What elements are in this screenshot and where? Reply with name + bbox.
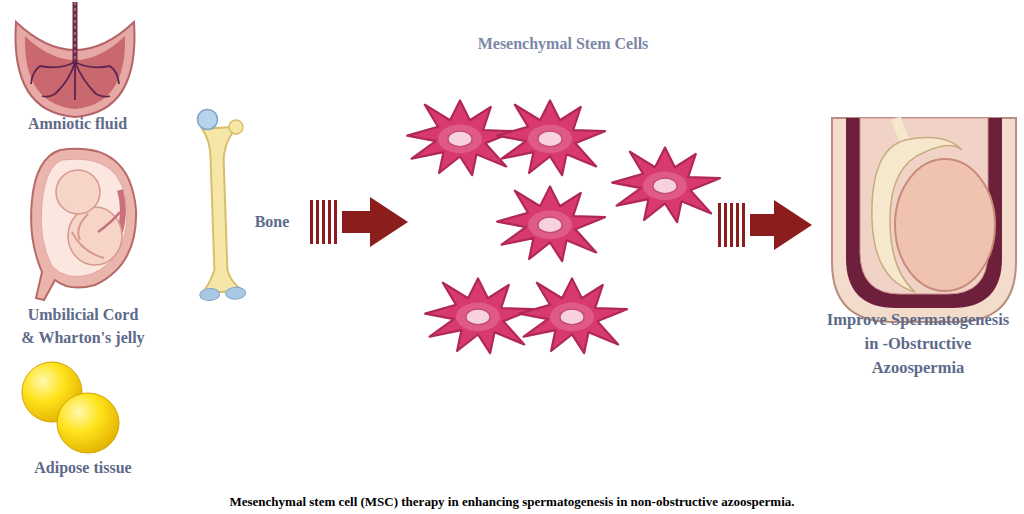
- node-label: Amniotic fluid: [10, 112, 145, 135]
- amniotic-sac: [41, 159, 127, 277]
- arrow-stripes: [718, 203, 746, 247]
- epididymis: [872, 138, 962, 292]
- stem-cell: [612, 147, 720, 222]
- stem-cell: [497, 100, 605, 175]
- bone-illustration: [190, 108, 252, 301]
- uterus-illustration: [31, 149, 136, 300]
- fetus-limbs: [72, 214, 104, 258]
- placenta-vessels: [31, 62, 119, 100]
- fetus-body: [68, 207, 122, 265]
- stem-cell: [519, 278, 627, 353]
- placenta-illustration: [15, 2, 134, 117]
- tissue-source: Bone: [185, 112, 310, 332]
- uterus-wall: [31, 149, 136, 300]
- scrotal-skin: [832, 118, 1016, 322]
- testis-target: Improve Spermatogenesis in -Obstructive …: [812, 112, 1024, 380]
- cord-twist: [74, 2, 76, 62]
- figure-caption: Mesenchymal stem cell (MSC) therapy in e…: [0, 494, 1024, 510]
- block-arrow: [310, 197, 408, 247]
- spermatic-cord: [896, 118, 906, 142]
- bone-trochanter: [229, 120, 244, 135]
- block-arrow: [718, 200, 812, 250]
- adipose-illustration: [22, 362, 119, 453]
- fat-cell: [57, 393, 119, 453]
- stem-cell-cluster: [407, 100, 720, 353]
- tissue-source: Umbilicial Cord & Wharton's jelly: [8, 140, 158, 349]
- bone-condyle: [199, 288, 220, 301]
- arrow-head: [750, 200, 812, 250]
- scrotal-layer: [846, 118, 1002, 308]
- bone-head: [197, 109, 218, 130]
- umbilical-cord: [73, 2, 78, 62]
- node-label: Adipose tissue: [8, 456, 158, 479]
- testis: [895, 159, 995, 291]
- bone-shaft: [194, 127, 247, 293]
- tissue-source: Amniotic fluid: [10, 2, 145, 135]
- stem-cell: [407, 100, 515, 175]
- tissue-source: Adipose tissue: [8, 352, 158, 479]
- arrow-head: [342, 197, 408, 247]
- stem-cell: [425, 278, 533, 353]
- bone-condyle: [225, 287, 246, 300]
- node-label: Mesenchymal Stem Cells: [408, 32, 718, 55]
- node-label: Improve Spermatogenesis in -Obstructive …: [818, 308, 1018, 380]
- fetal-cord: [98, 212, 120, 232]
- stem-cell-group: Mesenchymal Stem Cells: [408, 32, 718, 338]
- node-label: Bone: [242, 210, 302, 233]
- testis-illustration: [832, 118, 1016, 322]
- fetus-head: [56, 170, 100, 214]
- stem-cell: [497, 186, 605, 261]
- node-label: Umbilicial Cord & Wharton's jelly: [20, 303, 146, 349]
- arrow-stripes: [310, 200, 338, 244]
